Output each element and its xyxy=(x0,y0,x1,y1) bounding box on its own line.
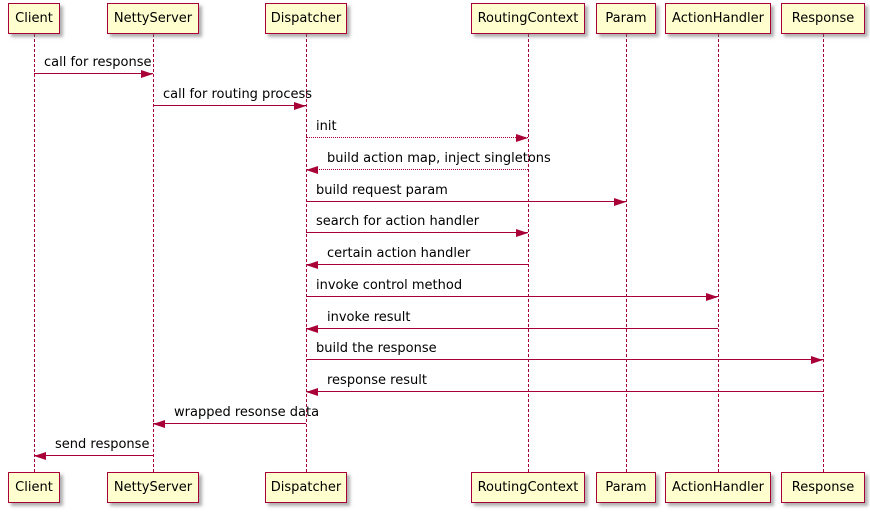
message-line-11 xyxy=(153,423,306,424)
participant-bottom-netty-server: NettyServer xyxy=(107,472,199,503)
message-arrowhead-icon-10 xyxy=(306,387,318,396)
participant-top-action-handler: ActionHandler xyxy=(665,3,771,34)
message-label-8: invoke result xyxy=(327,310,411,325)
message-line-12 xyxy=(34,455,153,456)
message-label-9: build the response xyxy=(316,341,437,356)
message-label-7: invoke control method xyxy=(316,278,463,293)
message-arrowhead-icon-5 xyxy=(516,228,528,237)
participant-top-netty-server: NettyServer xyxy=(107,3,199,34)
message-arrowhead-icon-12 xyxy=(34,451,46,460)
lifeline-dispatcher xyxy=(306,34,307,472)
message-label-6: certain action handler xyxy=(327,246,471,261)
message-arrowhead-icon-1 xyxy=(294,101,306,110)
message-line-9 xyxy=(306,359,823,360)
message-label-10: response result xyxy=(327,373,427,388)
message-arrowhead-icon-7 xyxy=(706,292,718,301)
message-line-1 xyxy=(153,105,306,106)
lifeline-response xyxy=(823,34,824,472)
message-arrowhead-icon-4 xyxy=(614,197,626,206)
message-label-3: build action map, inject singletons xyxy=(327,151,551,166)
message-line-5 xyxy=(306,232,528,233)
participant-bottom-action-handler: ActionHandler xyxy=(665,472,771,503)
message-arrowhead-icon-3 xyxy=(306,165,318,174)
message-line-10 xyxy=(306,391,823,392)
message-label-0: call for response xyxy=(44,55,152,70)
lifeline-routing-context xyxy=(528,34,529,472)
message-label-1: call for routing process xyxy=(163,87,313,102)
lifeline-netty-server xyxy=(153,34,154,472)
message-arrowhead-icon-0 xyxy=(141,69,153,78)
lifeline-param xyxy=(626,34,627,472)
participant-bottom-response: Response xyxy=(781,472,865,503)
participant-top-response: Response xyxy=(781,3,865,34)
participant-top-param: Param xyxy=(596,3,656,34)
message-arrowhead-icon-6 xyxy=(306,260,318,269)
message-line-2 xyxy=(306,137,528,138)
participant-bottom-dispatcher: Dispatcher xyxy=(265,472,347,503)
participant-bottom-param: Param xyxy=(596,472,656,503)
message-line-6 xyxy=(306,264,528,265)
message-label-12: send response xyxy=(55,437,150,452)
message-label-2: init xyxy=(316,119,337,134)
message-line-8 xyxy=(306,328,718,329)
lifeline-action-handler xyxy=(718,34,719,472)
message-arrowhead-icon-11 xyxy=(153,419,165,428)
message-label-5: search for action handler xyxy=(316,214,480,229)
participant-top-routing-context: RoutingContext xyxy=(471,3,585,34)
message-label-4: build request param xyxy=(316,183,448,198)
message-arrowhead-icon-8 xyxy=(306,324,318,333)
participant-bottom-routing-context: RoutingContext xyxy=(471,472,585,503)
lifeline-client xyxy=(34,34,35,472)
message-line-7 xyxy=(306,296,718,297)
message-arrowhead-icon-9 xyxy=(811,355,823,364)
participant-top-dispatcher: Dispatcher xyxy=(265,3,347,34)
message-arrowhead-icon-2 xyxy=(516,133,528,142)
message-line-4 xyxy=(306,201,626,202)
participant-top-client: Client xyxy=(8,3,60,34)
message-label-11: wrapped resonse data xyxy=(174,405,320,420)
message-line-3 xyxy=(306,169,528,170)
message-line-0 xyxy=(34,73,153,74)
participant-bottom-client: Client xyxy=(8,472,60,503)
